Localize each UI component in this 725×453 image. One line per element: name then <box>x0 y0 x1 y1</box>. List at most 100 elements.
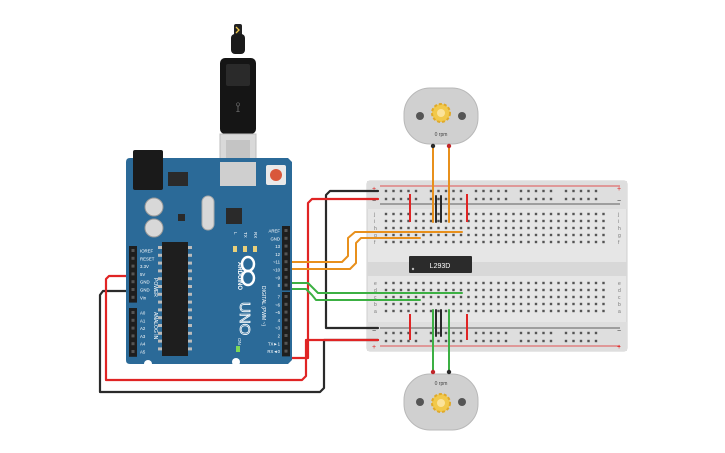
breadboard-hole[interactable] <box>414 302 418 306</box>
breadboard-hole[interactable] <box>549 302 553 306</box>
rail-hole[interactable] <box>579 339 583 343</box>
breadboard-hole[interactable] <box>437 281 440 285</box>
breadboard-hole[interactable] <box>459 219 463 223</box>
breadboard-hole[interactable] <box>392 219 395 223</box>
rail-hole[interactable] <box>429 189 433 193</box>
breadboard-hole[interactable] <box>459 212 463 216</box>
breadboard-hole[interactable] <box>489 233 493 237</box>
breadboard-hole[interactable] <box>542 226 545 230</box>
header-pin[interactable] <box>131 249 135 252</box>
breadboard-hole[interactable] <box>504 219 508 223</box>
breadboard-hole[interactable] <box>384 240 388 244</box>
breadboard-hole[interactable] <box>482 240 485 244</box>
breadboard-hole[interactable] <box>497 295 500 299</box>
breadboard-hole[interactable] <box>519 302 523 306</box>
breadboard-hole[interactable] <box>429 226 433 230</box>
breadboard-hole[interactable] <box>519 226 523 230</box>
breadboard-hole[interactable] <box>519 295 523 299</box>
breadboard-hole[interactable] <box>467 281 470 285</box>
rail-hole[interactable] <box>392 189 395 193</box>
breadboard-hole[interactable] <box>384 233 388 237</box>
breadboard-hole[interactable] <box>459 302 463 306</box>
rail-hole[interactable] <box>534 339 538 343</box>
breadboard-hole[interactable] <box>542 295 545 299</box>
breadboard-hole[interactable] <box>444 302 448 306</box>
header-pin[interactable] <box>284 229 288 232</box>
breadboard-hole[interactable] <box>437 295 440 299</box>
breadboard-hole[interactable] <box>572 281 575 285</box>
header-pin[interactable] <box>131 342 135 346</box>
header-pin[interactable] <box>284 236 288 240</box>
header-pin[interactable] <box>284 275 288 279</box>
breadboard-hole[interactable] <box>572 288 575 292</box>
breadboard-hole[interactable] <box>557 240 560 244</box>
breadboard-hole[interactable] <box>527 226 530 230</box>
breadboard-hole[interactable] <box>444 219 448 223</box>
breadboard-hole[interactable] <box>437 302 440 306</box>
rail-hole[interactable] <box>414 197 418 201</box>
rail-hole[interactable] <box>384 339 388 343</box>
breadboard-hole[interactable] <box>437 233 440 237</box>
breadboard-hole[interactable] <box>399 219 403 223</box>
breadboard-hole[interactable] <box>399 288 403 292</box>
rail-hole[interactable] <box>542 189 545 193</box>
breadboard-hole[interactable] <box>497 281 500 285</box>
breadboard-hole[interactable] <box>534 240 538 244</box>
rail-hole[interactable] <box>437 189 440 193</box>
breadboard-hole[interactable] <box>429 295 433 299</box>
breadboard-hole[interactable] <box>474 302 478 306</box>
header-pin[interactable] <box>131 334 135 338</box>
breadboard-hole[interactable] <box>572 295 575 299</box>
breadboard-hole[interactable] <box>542 281 545 285</box>
breadboard-hole[interactable] <box>512 240 515 244</box>
breadboard-hole[interactable] <box>429 240 433 244</box>
rail-hole[interactable] <box>437 339 440 343</box>
rail-hole[interactable] <box>437 331 440 335</box>
breadboard-hole[interactable] <box>572 226 575 230</box>
breadboard-hole[interactable] <box>594 309 598 313</box>
rail-hole[interactable] <box>474 331 478 335</box>
breadboard-hole[interactable] <box>459 309 463 313</box>
breadboard-hole[interactable] <box>512 212 515 216</box>
breadboard-hole[interactable] <box>489 212 493 216</box>
breadboard-hole[interactable] <box>594 212 598 216</box>
breadboard-hole[interactable] <box>384 212 388 216</box>
breadboard-hole[interactable] <box>602 226 605 230</box>
breadboard-hole[interactable] <box>482 295 485 299</box>
breadboard-hole[interactable] <box>549 281 553 285</box>
breadboard-hole[interactable] <box>392 302 395 306</box>
breadboard-hole[interactable] <box>467 295 470 299</box>
rail-hole[interactable] <box>407 331 410 335</box>
rail-hole[interactable] <box>452 331 455 335</box>
breadboard-hole[interactable] <box>549 226 553 230</box>
reset-button[interactable] <box>266 165 286 185</box>
breadboard-hole[interactable] <box>429 288 433 292</box>
breadboard-hole[interactable] <box>549 219 553 223</box>
breadboard-hole[interactable] <box>437 240 440 244</box>
breadboard-hole[interactable] <box>429 212 433 216</box>
rail-hole[interactable] <box>482 189 485 193</box>
breadboard-hole[interactable] <box>557 212 560 216</box>
breadboard-hole[interactable] <box>489 302 493 306</box>
breadboard-hole[interactable] <box>467 288 470 292</box>
breadboard-hole[interactable] <box>452 219 455 223</box>
rail-hole[interactable] <box>534 189 538 193</box>
breadboard-hole[interactable] <box>399 226 403 230</box>
rail-hole[interactable] <box>407 197 410 201</box>
breadboard-hole[interactable] <box>407 288 410 292</box>
l293d-chip[interactable]: L293D <box>409 256 472 273</box>
breadboard-hole[interactable] <box>564 295 568 299</box>
rail-hole[interactable] <box>527 197 530 201</box>
breadboard-hole[interactable] <box>527 212 530 216</box>
breadboard-hole[interactable] <box>414 233 418 237</box>
breadboard-hole[interactable] <box>512 288 515 292</box>
breadboard-hole[interactable] <box>407 219 410 223</box>
header-pin[interactable] <box>284 334 288 337</box>
breadboard-hole[interactable] <box>467 309 470 313</box>
breadboard-hole[interactable] <box>572 233 575 237</box>
breadboard-hole[interactable] <box>549 212 553 216</box>
breadboard-hole[interactable] <box>474 219 478 223</box>
rail-hole[interactable] <box>474 197 478 201</box>
breadboard-hole[interactable] <box>587 302 590 306</box>
breadboard-hole[interactable] <box>444 295 448 299</box>
